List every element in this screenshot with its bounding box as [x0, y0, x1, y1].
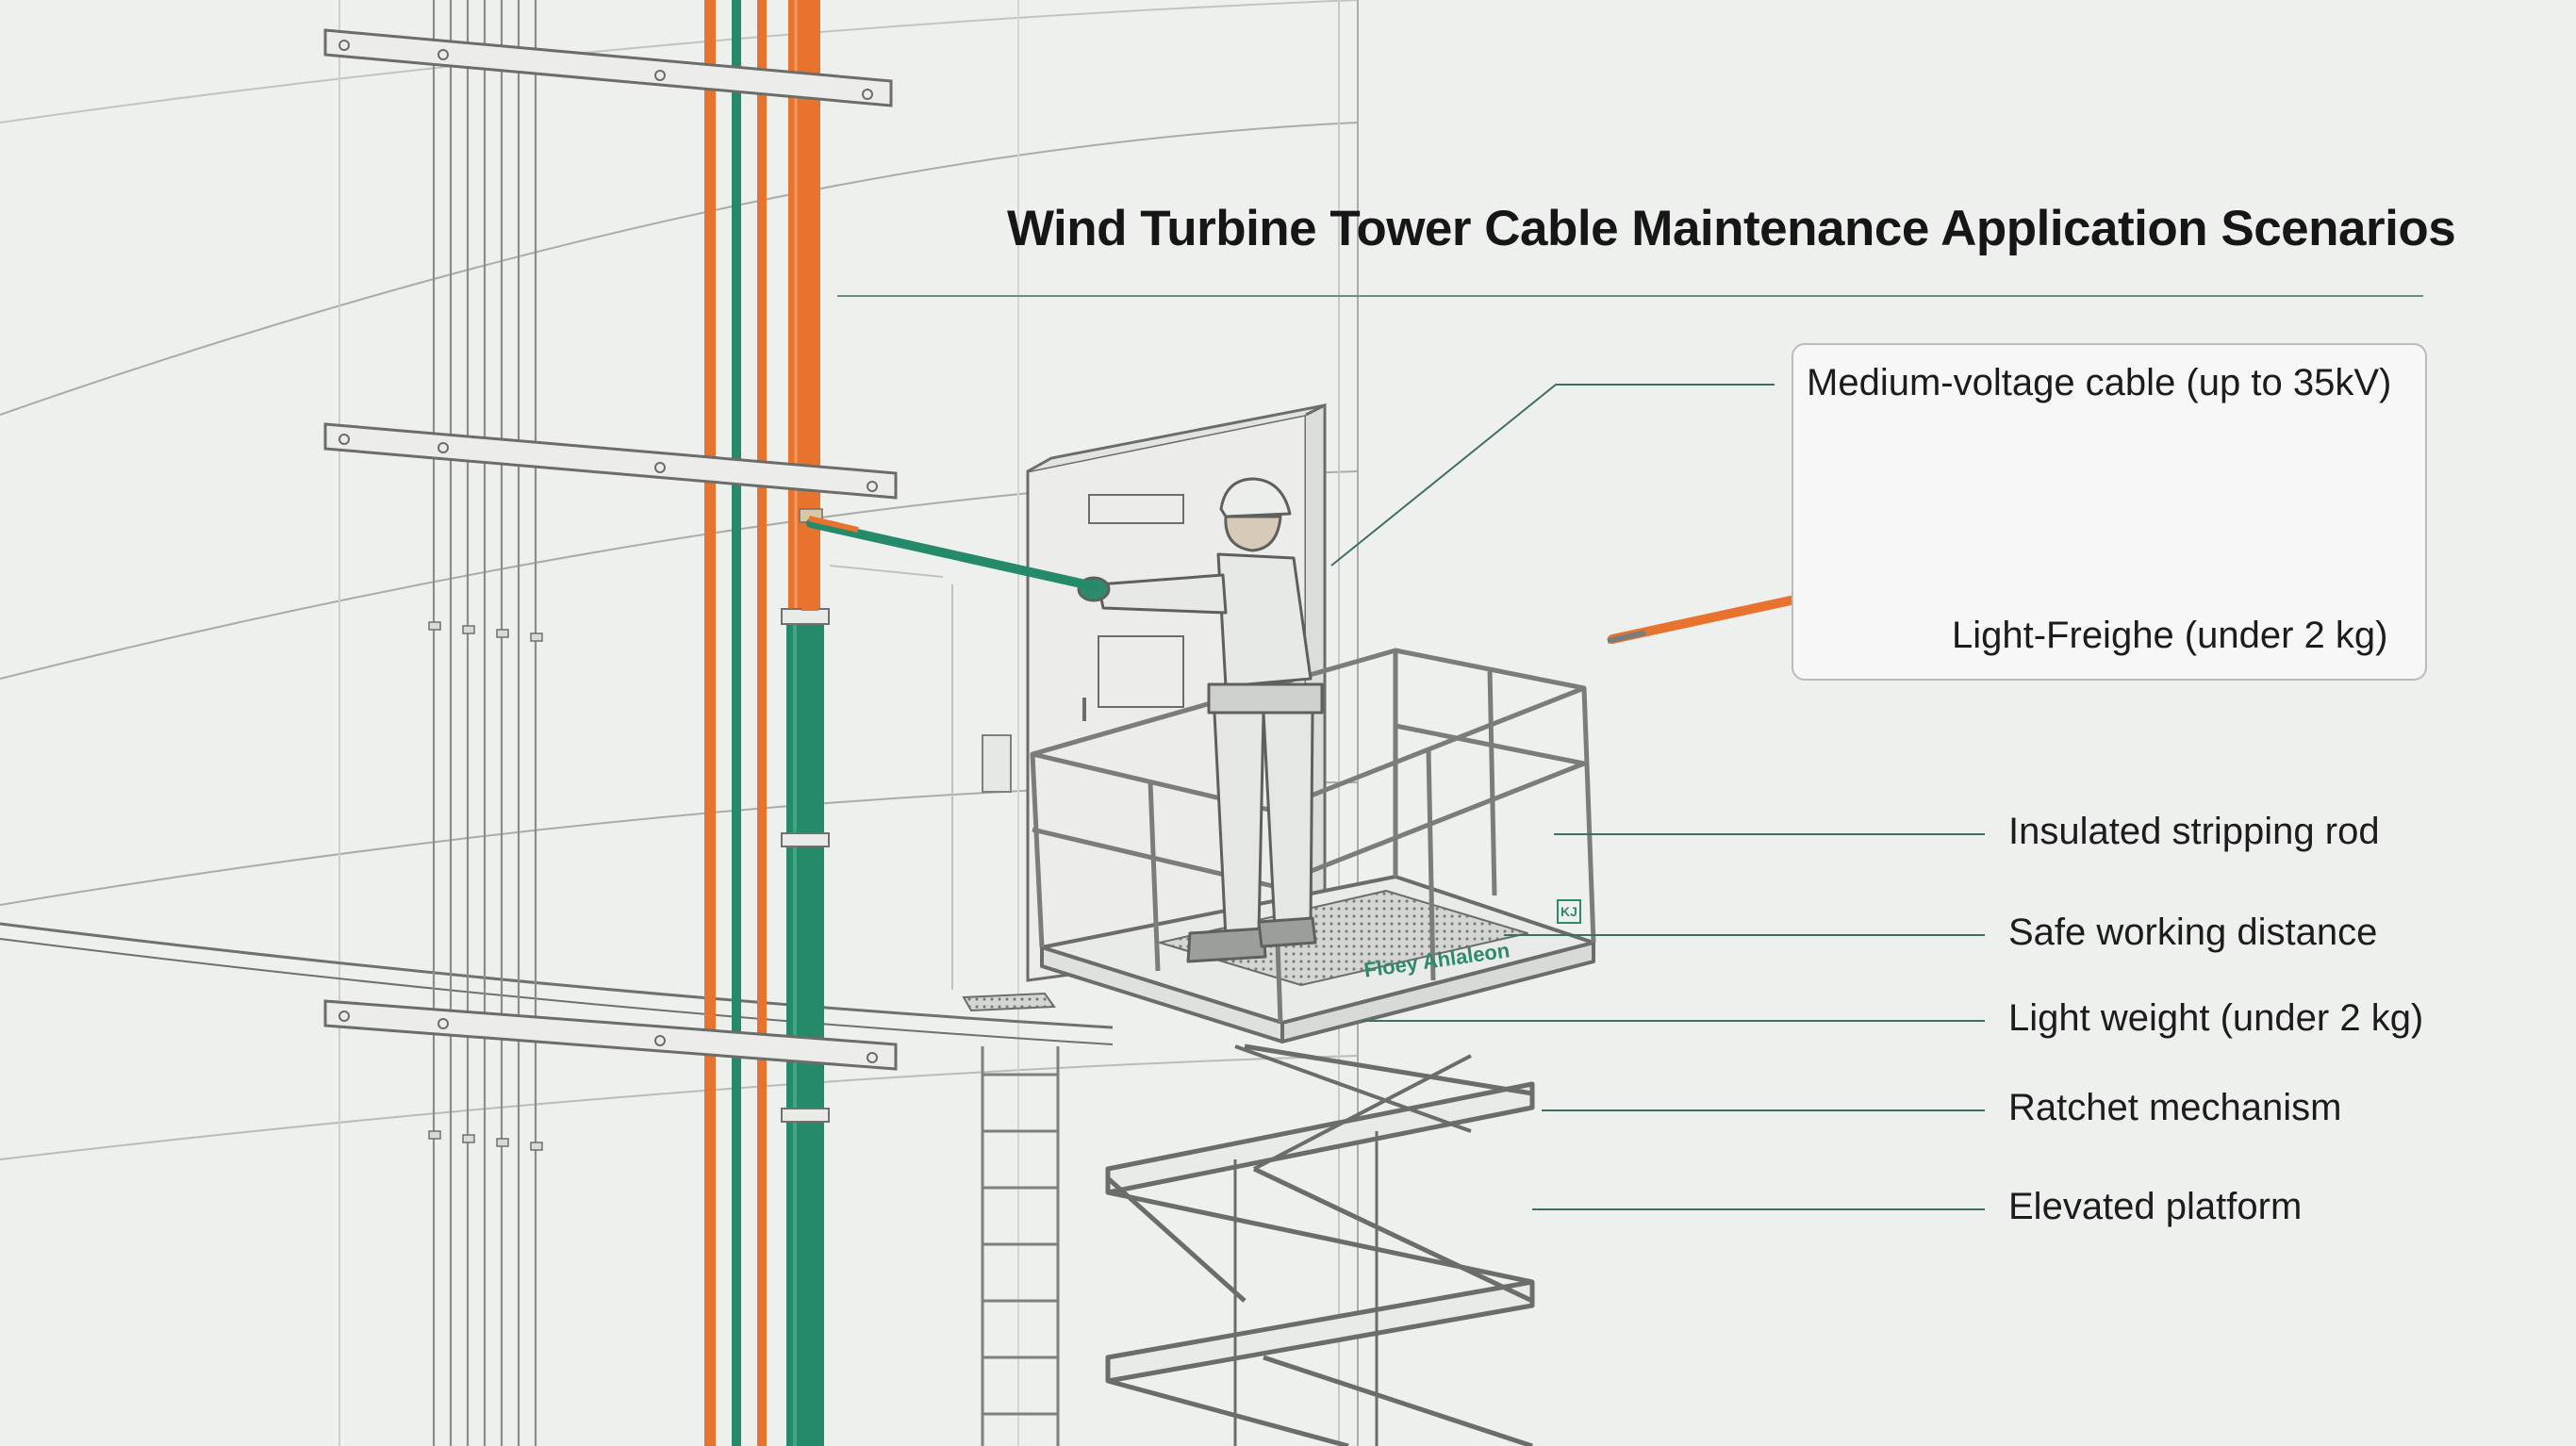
cable-tray-bracket-top	[323, 28, 893, 107]
callout-safe-distance: Safe working distance	[2008, 912, 2378, 953]
cable-tray-bracket-middle	[323, 422, 898, 500]
cable-tray-bracket-bottom	[323, 999, 898, 1071]
callout-insulated-rod: Insulated stripping rod	[2008, 811, 2380, 852]
callout-light-weight: Light weight (under 2 kg)	[2008, 997, 2424, 1039]
tower-ladder	[981, 1046, 1060, 1446]
inset-top-label: Medium-voltage cable (up to 35kV)	[1807, 362, 2392, 403]
tool-inset-box	[1792, 343, 2427, 681]
insulated-stripping-rod	[806, 516, 1098, 591]
page-title: Wind Turbine Tower Cable Maintenance App…	[1007, 201, 2456, 256]
cable-clips	[428, 621, 543, 1151]
tower-flange-ring	[0, 922, 1114, 1045]
hard-hat-icon	[1219, 477, 1292, 518]
technician-figure	[1077, 477, 1324, 963]
floor-grate	[962, 992, 1056, 1012]
wall-switch-box	[982, 734, 1012, 793]
tower-body	[0, 0, 1359, 1446]
platform-badge: KJ	[1557, 899, 1581, 924]
green-cable-thick	[781, 608, 830, 1446]
leader-lines	[837, 295, 2423, 1210]
scissor-lift	[1105, 1043, 1535, 1446]
thin-cable-bundle	[432, 0, 537, 1446]
callout-elevated-platform: Elevated platform	[2008, 1186, 2303, 1227]
callout-ratchet: Ratchet mechanism	[2008, 1087, 2342, 1128]
inset-bottom-label: Light-Freighe (under 2 kg)	[1952, 615, 2388, 656]
